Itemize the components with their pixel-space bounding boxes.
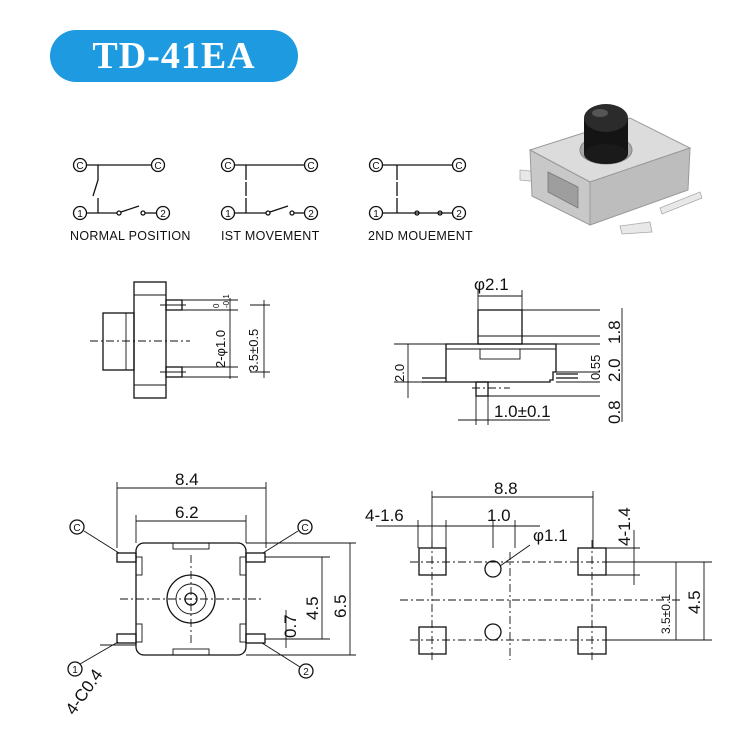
terminal-common-right — [451, 157, 467, 173]
dim-hole-diameter: 2-φ1.0 — [213, 330, 228, 368]
pcb-hole — [484, 623, 502, 641]
terminal-label: 1 — [373, 209, 379, 220]
body-outline — [445, 343, 557, 383]
dim-pcb-pitch: 3.5±0.1 — [659, 594, 673, 634]
dim-body-height: 2.0 — [605, 358, 624, 382]
title-badge: TD-41EA — [50, 30, 298, 82]
label-common-left — [69, 519, 85, 535]
dim-body-width: 6.2 — [175, 503, 199, 522]
side-view: 2-φ1.0 0 -0.1 3.5±0.5 — [90, 281, 270, 399]
terminal-label: 1 — [77, 209, 83, 220]
caption-2nd-mouement: 2ND MOUEMENT — [368, 229, 473, 243]
terminal-label: C — [301, 523, 308, 534]
dim-small-offset: 0.7 — [281, 614, 300, 638]
terminal-2 — [303, 205, 319, 221]
dim-hole-tol-upper: 0 — [212, 303, 221, 308]
part-number-title: TD-41EA — [92, 35, 256, 77]
terminal-label: C — [224, 161, 231, 172]
dim-plunger-diameter: φ2.1 — [474, 275, 509, 294]
terminal-common-right — [303, 157, 319, 173]
front-view: φ2.1 1.8 2.0 0.55 0.8 2.0 1.0±0.1 — [392, 275, 624, 425]
terminal-label: 1 — [225, 209, 231, 220]
dim-terminal-pitch-vertical: 4.5 — [303, 596, 322, 620]
caption-ist-movement: IST MOVEMENT — [221, 229, 320, 243]
body-outline — [133, 281, 167, 399]
dim-chamfer: 4-C0.4 — [62, 666, 107, 719]
dim-pad-height: 4-1.4 — [615, 507, 634, 546]
terminal-label: 1 — [72, 665, 78, 676]
dim-hole-center: 1.0 — [487, 506, 511, 525]
circuit-2nd-movement: C C 1 2 2ND MOUEMENT — [368, 157, 473, 243]
dim-step-height: 0.55 — [588, 355, 603, 380]
product-photo — [519, 104, 703, 235]
terminal-label: C — [455, 161, 462, 172]
terminal-label: 2 — [160, 209, 166, 220]
caption-normal-position: NORMAL POSITION — [70, 229, 191, 243]
terminal-2 — [451, 205, 467, 221]
terminal-label: 2 — [303, 667, 309, 678]
dim-body-height-left: 2.0 — [392, 364, 407, 382]
label-common-right — [297, 519, 313, 535]
terminal-label: C — [154, 161, 161, 172]
pcb-pad — [418, 626, 447, 655]
terminal-label: C — [372, 161, 379, 172]
dim-hole-diameter: φ1.1 — [533, 526, 568, 545]
terminal-label: 2 — [456, 209, 462, 220]
top-view: 8.4 6.2 C C 1 2 4-C0.4 — [62, 470, 356, 718]
terminal-2 — [155, 205, 171, 221]
pcb-pad — [418, 547, 447, 576]
terminal-common-right — [150, 157, 166, 173]
dim-overall-height: 6.5 — [331, 594, 350, 618]
dim-pcb-overall-vertical: 4.5 — [685, 590, 704, 614]
dim-bottom-height: 0.8 — [605, 400, 624, 424]
label-terminal-2 — [298, 663, 314, 679]
circuit-ist-movement: C C 1 2 IST MOVEMENT — [220, 157, 320, 243]
terminal-label: C — [73, 523, 80, 534]
dim-peg-width: 1.0±0.1 — [494, 402, 551, 421]
dim-overall-width: 8.4 — [175, 470, 199, 489]
terminal-label: 2 — [308, 209, 314, 220]
terminal-label: C — [307, 161, 314, 172]
dim-top-height: 1.8 — [605, 320, 624, 344]
terminal-label: C — [76, 161, 83, 172]
circuit-normal-position: C C 1 2 NORMAL POSITION — [70, 157, 191, 243]
dim-hole-pitch: 3.5±0.5 — [246, 329, 261, 372]
plunger-outline — [477, 309, 523, 345]
plunger-outline — [102, 312, 135, 371]
dim-pad-span: 8.8 — [494, 479, 518, 498]
pcb-hole — [484, 560, 502, 578]
dim-pad-size: 4-1.6 — [365, 506, 404, 525]
dim-hole-tol-lower: -0.1 — [222, 294, 231, 308]
label-terminal-1 — [67, 661, 83, 677]
pcb-layout: 8.8 4-1.6 1.0 φ1.1 4-1.4 3.5±0.1 4.5 — [365, 479, 712, 662]
